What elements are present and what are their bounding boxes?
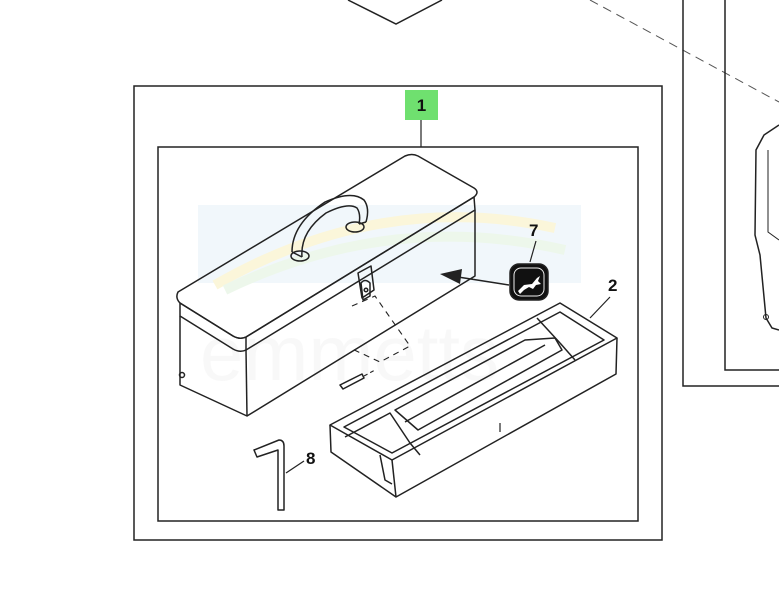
leader-8 — [285, 460, 305, 474]
callout-7-label: 7 — [529, 221, 539, 240]
adjacent-part-edge — [347, 0, 443, 25]
callout-8[interactable]: 8 — [306, 450, 315, 467]
tray — [329, 302, 618, 498]
watermark-logo: emmetts — [198, 205, 581, 397]
leader-7 — [529, 240, 537, 263]
leader-2 — [589, 296, 611, 319]
toolbox — [176, 153, 478, 417]
callout-1[interactable]: 1 — [405, 90, 438, 120]
inner-frame — [157, 146, 639, 522]
callout-2[interactable]: 2 — [608, 277, 617, 294]
outer-frame — [133, 85, 663, 541]
callout-1-label: 1 — [416, 95, 427, 115]
dashed-leader — [589, 0, 779, 103]
deer-emblem — [509, 263, 549, 301]
callout-7[interactable]: 7 — [529, 222, 538, 239]
adjacent-frame-right — [682, 0, 779, 387]
hex-key — [253, 439, 285, 511]
callout-8-label: 8 — [306, 449, 316, 468]
callout-2-label: 2 — [608, 276, 618, 295]
emblem-arrow — [440, 269, 510, 286]
